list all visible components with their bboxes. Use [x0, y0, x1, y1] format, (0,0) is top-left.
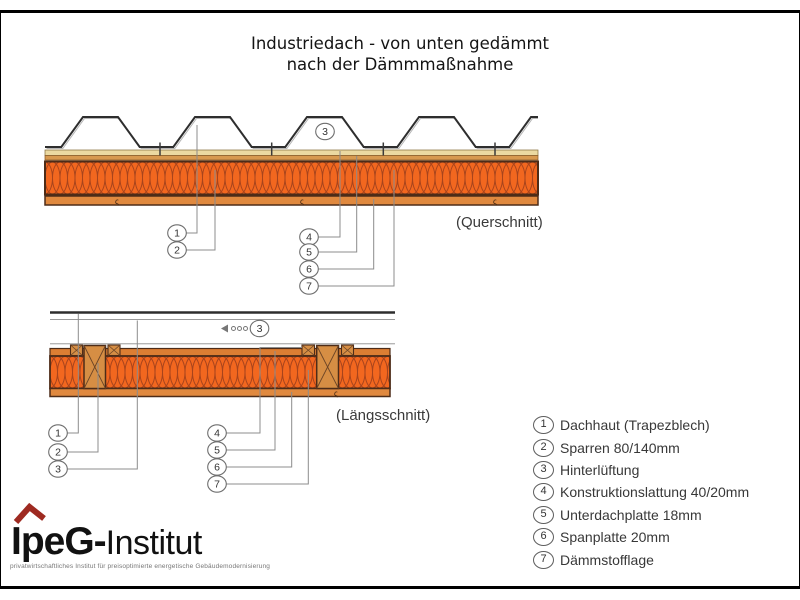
querschnitt-unterdachplatte-layer	[44, 155, 539, 161]
querschnitt-caption: (Querschnitt)	[456, 214, 543, 231]
legend-item: 4 Konstruktionslattung 40/20mm	[533, 481, 749, 503]
callout-number: 4	[306, 232, 312, 244]
legend-item-number-badge: 4	[533, 483, 554, 502]
callout-circle: 5	[299, 243, 319, 261]
callout-number: 2	[174, 245, 180, 257]
logo-brand-bold: IpeG-	[11, 520, 107, 563]
callout-number: 5	[306, 247, 312, 259]
legend-item-number-badge: 5	[533, 505, 554, 524]
trapezblech-side-lines	[50, 311, 395, 320]
legend: 1 Dachhaut (Trapezblech) 2 Sparren 80/14…	[533, 414, 749, 571]
material-mark: ς	[334, 389, 338, 398]
callout-circle: 6	[207, 458, 227, 476]
legend-item-label: Spanplatte 20mm	[560, 529, 670, 546]
callout-circle: 3	[315, 122, 335, 141]
laengsschnitt-caption: (Längsschnitt)	[336, 407, 431, 424]
querschnitt-leader-lines	[186, 125, 395, 287]
querschnitt-insulation-layer	[44, 160, 539, 196]
legend-item-label: Dämmstofflage	[560, 551, 654, 568]
callout-number: 5	[214, 445, 220, 457]
legend-item-number-badge: 6	[533, 528, 554, 547]
legend-item-label: Hinterlüftung	[560, 461, 640, 478]
querschnitt-drawing: ς ς ς 3 1 2	[44, 116, 539, 295]
callout-number: 3	[257, 323, 263, 335]
airflow-icon	[221, 324, 248, 333]
callout-number: 1	[55, 428, 61, 440]
callout-circle: 5	[207, 441, 227, 459]
callout-number: 7	[214, 479, 220, 491]
callout-circle: 1	[48, 424, 68, 442]
callout-circle: 1	[167, 224, 187, 242]
legend-item: 5 Unterdachplatte 18mm	[533, 504, 749, 526]
material-mark: ς	[115, 197, 119, 206]
callout-circle: 4	[299, 228, 319, 246]
callout-number: 1	[174, 228, 180, 240]
legend-item: 6 Spanplatte 20mm	[533, 526, 749, 548]
laengsschnitt-drawing: ς	[48, 311, 395, 493]
callout-number: 6	[214, 462, 220, 474]
callout-number: 3	[322, 126, 328, 138]
laengsschnitt-spanplatte-layer: ς	[49, 387, 391, 398]
legend-item-number-badge: 7	[533, 550, 554, 569]
legend-item-label: Konstruktionslattung 40/20mm	[560, 484, 750, 501]
querschnitt-callouts: 3 1 2 4 5 6 7	[167, 122, 335, 295]
fastener-ticks	[159, 142, 496, 156]
rafter-sparren	[83, 344, 107, 390]
callout-number: 2	[55, 447, 61, 459]
material-mark: ς	[300, 197, 304, 206]
logo-wordmark: IpeG-Institut	[11, 522, 203, 568]
legend-item-label: Sparren 80/140mm	[560, 439, 680, 456]
material-mark: ς	[493, 197, 497, 206]
logo-roof-icon	[13, 502, 46, 525]
callout-circle: 7	[207, 475, 227, 493]
legend-item-number-badge: 2	[533, 438, 554, 457]
callout-circle: 2	[167, 241, 187, 259]
rafter-sparren	[315, 344, 340, 390]
logo-tagline: privatwirtschaftliches Institut für prei…	[10, 563, 271, 570]
legend-item: 2 Sparren 80/140mm	[533, 436, 749, 458]
callout-number: 3	[55, 464, 61, 476]
logo-brand-rest: Institut	[105, 524, 203, 562]
legend-item: 1 Dachhaut (Trapezblech)	[533, 414, 749, 436]
legend-item: 3 Hinterlüftung	[533, 459, 749, 481]
batten-lattung	[69, 344, 355, 357]
legend-item-label: Unterdachplatte 18mm	[560, 506, 702, 523]
callout-circle: 3	[48, 460, 68, 478]
page-title-line1: Industriedach - von unten gedämmt	[250, 34, 550, 53]
laengsschnitt-leader-lines	[67, 313, 309, 485]
page-title-line2: nach der Dämmmaßnahme	[286, 55, 514, 74]
legend-item-label: Dachhaut (Trapezblech)	[560, 417, 710, 434]
page-title: Industriedach - von unten gedämmt nach d…	[0, 33, 800, 75]
callout-circle: 4	[207, 424, 227, 442]
legend-item-number-badge: 3	[533, 460, 554, 479]
legend-item: 7 Dämmstofflage	[533, 548, 749, 570]
querschnitt-lattung-layer	[44, 149, 539, 156]
callout-circle: 3	[249, 319, 270, 338]
legend-item-number-badge: 1	[533, 416, 554, 435]
callout-circle: 2	[48, 443, 68, 461]
trapezblech-profile	[45, 116, 538, 149]
callout-circle: 6	[299, 260, 319, 278]
querschnitt-spanplatte-layer: ς ς ς	[44, 195, 539, 206]
callout-number: 4	[214, 428, 220, 440]
laengsschnitt-callouts: 3 1 2 3 4 5 6	[48, 319, 270, 493]
callout-number: 7	[306, 281, 312, 293]
callout-number: 6	[306, 264, 312, 276]
callout-circle: 7	[299, 277, 319, 295]
